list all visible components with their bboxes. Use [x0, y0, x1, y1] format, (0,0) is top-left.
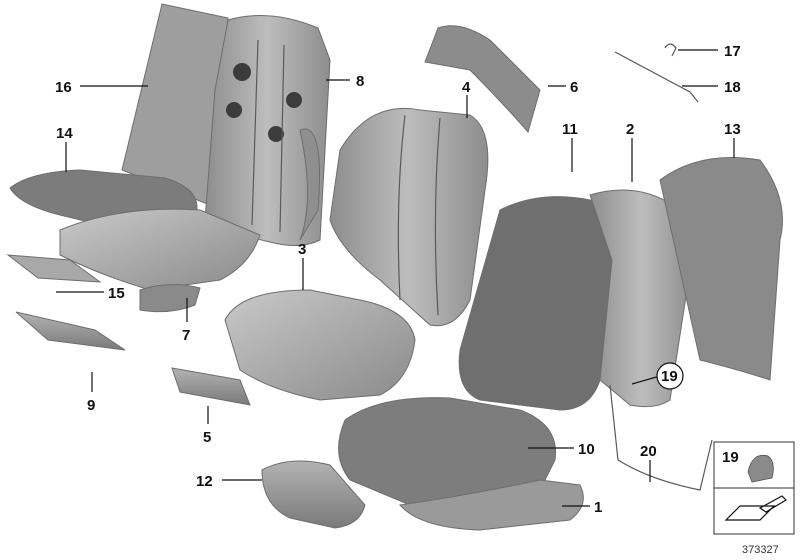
part-18-rod [614, 51, 699, 103]
direction-arrow-icon [724, 495, 787, 521]
label-18: 18 [724, 79, 741, 96]
label-2: 2 [626, 121, 634, 138]
frame-hole [233, 63, 251, 81]
leader-19 [631, 375, 661, 385]
clip-icon [747, 454, 774, 483]
frame-rib [279, 44, 285, 233]
frame-rib [251, 39, 259, 226]
label-19: 19 [661, 368, 678, 385]
part-4-backrest-foam [329, 107, 489, 327]
label-5: 5 [203, 429, 211, 446]
label-3: 3 [298, 241, 306, 258]
label-20: 20 [640, 443, 657, 460]
foam-seam [434, 117, 441, 316]
label-13: 13 [724, 121, 741, 138]
label-17: 17 [724, 43, 741, 60]
foam-seam [397, 114, 406, 301]
part-9-trim [15, 311, 126, 351]
label-7: 7 [182, 327, 190, 344]
label-4: 4 [462, 79, 471, 96]
part-5-trim [171, 367, 251, 406]
part-13-back-panel [659, 157, 783, 381]
part-17-clip [664, 43, 677, 57]
part-12-cushion [261, 460, 366, 529]
label-11: 11 [562, 121, 578, 138]
diagram-number: 373327 [742, 544, 779, 556]
frame-side-rail [299, 128, 320, 241]
label-6: 6 [570, 79, 578, 96]
part-7-seat-pan [59, 208, 261, 291]
part-6-headrest-frame [424, 25, 541, 134]
label-15: 15 [108, 285, 125, 302]
label-10: 10 [578, 441, 595, 458]
label-1: 1 [594, 499, 602, 516]
part-1-seat-lower [399, 479, 584, 531]
label-9: 9 [87, 397, 95, 414]
frame-hole [226, 102, 242, 118]
frame-hole [268, 126, 284, 142]
label-8: 8 [356, 73, 364, 90]
part-20-cable [609, 384, 713, 491]
inset-label-19: 19 [722, 449, 739, 466]
label-16: 16 [55, 79, 72, 96]
label-14: 14 [56, 125, 73, 142]
frame-hole [286, 92, 302, 108]
label-19-circle [656, 362, 684, 390]
seat-pan-front [139, 284, 201, 313]
label-12: 12 [196, 473, 213, 490]
part-15-strip [6, 254, 102, 283]
part-3-seat-foam [224, 289, 416, 401]
part-11-backrest-cover [458, 196, 613, 411]
